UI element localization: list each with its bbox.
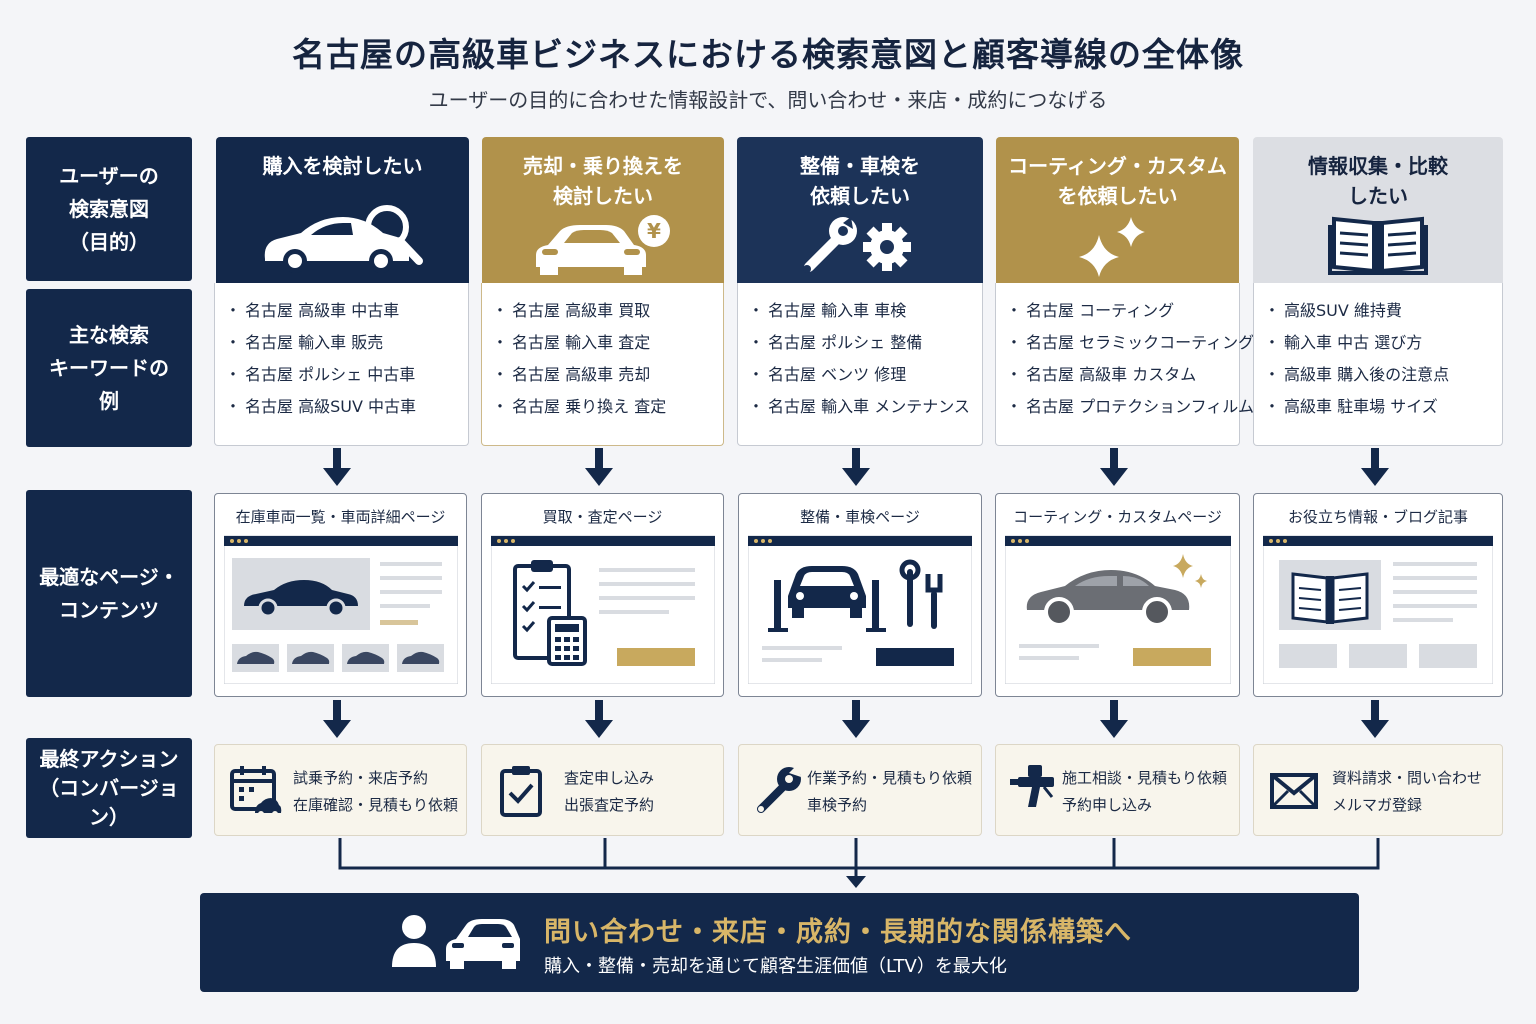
heading-text: 整備・車検を 依頼したい — [800, 154, 920, 208]
keyword: 名古屋 コーティング — [1006, 295, 1239, 327]
heading-text: 情報収集・比較 したい — [1308, 154, 1448, 208]
arrow-down-icon — [846, 876, 866, 888]
row-label-keywords: 主な検索 キーワードの 例 — [26, 289, 192, 447]
blog-book-icon — [1263, 535, 1493, 684]
heading-text: 購入を検討したい — [262, 154, 423, 178]
final-subtext: 購入・整備・売却を通じて顧客生涯価値（LTV）を最大化 — [544, 956, 1007, 977]
keyword-box-coating: 名古屋 コーティング 名古屋 セラミックコーティング 名古屋 高級車 カスタム … — [995, 283, 1254, 446]
keyword: 名古屋 輸入車 販売 — [225, 327, 468, 359]
action-text: 査定申し込み 出張査定予約 — [564, 769, 655, 814]
page-card-coating[interactable]: コーティング・カスタムページ — [995, 493, 1240, 697]
car-lift-icon — [748, 535, 972, 684]
column-heading-maintenance: 整備・車検を 依頼したい — [737, 137, 983, 283]
page-card-appraisal[interactable]: 買取・査定ページ — [481, 493, 724, 697]
row-label-pages: 最適なページ・ コンテンツ — [26, 490, 192, 697]
page-title-text: 在庫車両一覧・車両詳細ページ — [235, 508, 446, 526]
keyword-box-purchase: 名古屋 高級車 中古車 名古屋 輸入車 販売 名古屋 ポルシェ 中古車 名古屋 … — [214, 283, 469, 446]
row-label-intent: ユーザーの 検索意図 （目的） — [26, 137, 192, 281]
action-card-research[interactable]: 資料請求・問い合わせ メルマガ登録 — [1253, 744, 1503, 836]
keyword: 名古屋 ポルシェ 整備 — [748, 327, 982, 359]
wrench-icon — [753, 763, 807, 821]
page-title-text: お役立ち情報・ブログ記事 — [1287, 508, 1468, 526]
arrow-down-icon — [1361, 448, 1389, 738]
keyword: 高級車 購入後の注意点 — [1264, 359, 1502, 391]
action-card-coating[interactable]: 施工相談・見積もり依頼 予約申し込み — [995, 744, 1240, 836]
keyword: 名古屋 高級SUV 中古車 — [225, 391, 468, 423]
envelope-icon — [1268, 763, 1322, 821]
keyword: 名古屋 ポルシェ 中古車 — [225, 359, 468, 391]
keyword-box-sell: 名古屋 高級車 買取 名古屋 輸入車 査定 名古屋 高級車 売却 名古屋 乗り換… — [481, 283, 724, 446]
arrow-down-icon — [1100, 448, 1128, 738]
action-text: 施工相談・見積もり依頼 予約申し込み — [1062, 769, 1228, 814]
clipboard-check-icon — [496, 763, 550, 821]
page-card-inventory[interactable]: 在庫車両一覧・車両詳細ページ — [214, 493, 467, 697]
sparkle-icon — [996, 213, 1239, 277]
action-card-purchase[interactable]: 試乗予約・来店予約 在庫確認・見積もり依頼 — [214, 744, 467, 836]
person-car-icon — [392, 915, 520, 969]
row-label-actions: 最終アクション （コンバージョン） — [26, 738, 192, 838]
keyword-box-maintenance: 名古屋 輸入車 車検 名古屋 ポルシェ 整備 名古屋 ベンツ 修理 名古屋 輸入… — [737, 283, 983, 446]
final-heading: 問い合わせ・来店・成約・長期的な関係構築へ — [544, 917, 1132, 948]
action-card-sell[interactable]: 査定申し込み 出張査定予約 — [481, 744, 724, 836]
keyword: 名古屋 プロテクションフィルム — [1006, 391, 1254, 423]
keyword: 名古屋 輸入車 メンテナンス — [748, 391, 982, 423]
keyword: 名古屋 高級車 買取 — [492, 295, 723, 327]
column-heading-sell: 売却・乗り換えを 検討したい ¥ — [482, 137, 724, 283]
keyword: 名古屋 輸入車 査定 — [492, 327, 723, 359]
page-subtitle: ユーザーの目的に合わせた情報設計で、問い合わせ・来店・成約につなげる — [428, 88, 1108, 112]
wrench-gear-icon — [737, 213, 983, 277]
keyword: 名古屋 セラミックコーティング — [1006, 327, 1254, 359]
arrow-down-icon — [323, 448, 351, 738]
clipboard-calculator-icon — [491, 535, 715, 684]
open-book-icon — [1253, 213, 1503, 277]
svg-text:¥: ¥ — [647, 219, 661, 243]
car-listing-icon — [224, 535, 458, 684]
column-heading-coating: コーティング・カスタム を依頼したい — [996, 137, 1239, 283]
final-banner — [200, 893, 1359, 992]
keyword-box-research: 高級SUV 維持費 輸入車 中古 選び方 高級車 購入後の注意点 高級車 駐車場… — [1253, 283, 1503, 446]
arrow-down-icon — [585, 448, 613, 738]
keyword: 名古屋 乗り換え 査定 — [492, 391, 723, 423]
car-search-icon — [216, 197, 469, 277]
heading-text: コーティング・カスタム を依頼したい — [1008, 154, 1227, 208]
keyword: 名古屋 高級車 カスタム — [1006, 359, 1239, 391]
page-title-text: コーティング・カスタムページ — [1013, 508, 1222, 526]
car-yen-icon: ¥ — [482, 213, 724, 277]
page-card-maintenance[interactable]: 整備・車検ページ — [738, 493, 982, 697]
keyword: 名古屋 ベンツ 修理 — [748, 359, 982, 391]
keyword: 名古屋 高級車 売却 — [492, 359, 723, 391]
spray-gun-icon — [1010, 763, 1064, 821]
keyword: 名古屋 輸入車 車検 — [748, 295, 982, 327]
page-title-text: 買取・査定ページ — [542, 508, 663, 526]
heading-text: 売却・乗り換えを 検討したい — [523, 154, 683, 208]
calendar-car-icon — [229, 763, 283, 821]
column-heading-research: 情報収集・比較 したい — [1253, 137, 1503, 283]
shiny-car-icon — [1005, 535, 1231, 684]
keyword: 高級車 駐車場 サイズ — [1264, 391, 1502, 423]
keyword: 高級SUV 維持費 — [1264, 295, 1502, 327]
connector-lines — [338, 838, 1380, 878]
action-card-maintenance[interactable]: 作業予約・見積もり依頼 車検予約 — [738, 744, 982, 836]
keyword: 輸入車 中古 選び方 — [1264, 327, 1502, 359]
page-title-text: 整備・車検ページ — [800, 508, 920, 526]
arrow-down-icon — [842, 448, 870, 738]
action-text: 資料請求・問い合わせ メルマガ登録 — [1332, 769, 1483, 814]
page-title: 名古屋の高級車ビジネスにおける検索意図と顧客導線の全体像 — [292, 35, 1244, 74]
action-text: 作業予約・見積もり依頼 車検予約 — [807, 769, 973, 814]
keyword: 名古屋 高級車 中古車 — [225, 295, 468, 327]
action-text: 試乗予約・来店予約 在庫確認・見積もり依頼 — [293, 769, 459, 814]
page-card-blog[interactable]: お役立ち情報・ブログ記事 — [1253, 493, 1503, 697]
column-heading-purchase: 購入を検討したい — [216, 137, 469, 283]
